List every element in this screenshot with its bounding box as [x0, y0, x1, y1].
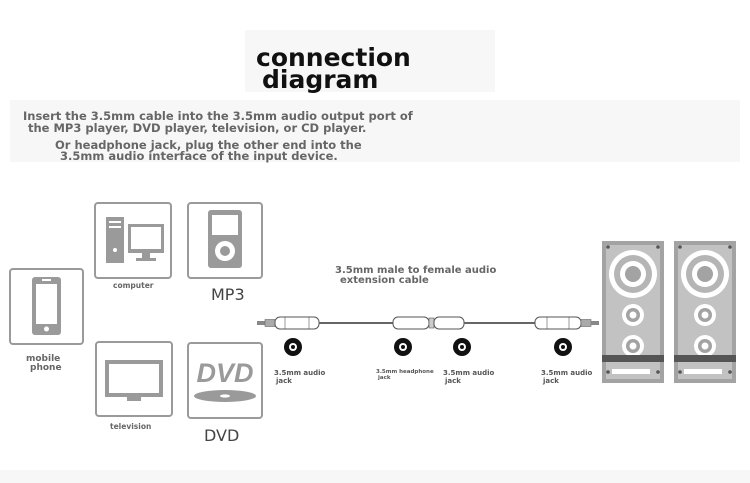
- jack-label-line-1: 3.5mm audio: [274, 369, 326, 377]
- jack-label-line-2: jack: [445, 377, 461, 385]
- mobile-phone-tile: [9, 268, 84, 345]
- speaker-icon: [674, 241, 736, 383]
- jack-label: 3.5mm audio jack: [443, 369, 494, 385]
- computer-label: computer: [113, 281, 154, 290]
- title-line-1: connection: [256, 43, 411, 72]
- jack-label-line-2: jack: [378, 375, 391, 381]
- mp3-player-icon: [208, 210, 242, 268]
- mp3-label: MP3: [211, 285, 245, 304]
- page-title: connection diagram: [256, 43, 411, 94]
- mobile-label-line-2: phone: [30, 363, 62, 373]
- left-plug: [257, 316, 320, 330]
- jack-label: 3.5mm audio jack: [274, 369, 325, 385]
- phone-icon: [32, 277, 61, 335]
- mobile-phone-label: mobile phone: [26, 355, 62, 373]
- television-icon: [105, 360, 163, 401]
- audio-jack-icon: [554, 338, 572, 356]
- headphone-jack-icon: [394, 338, 412, 356]
- cable-label-line-2: extension cable: [340, 275, 429, 286]
- instruction-line-4: 3.5mm audio interface of the input devic…: [60, 149, 338, 163]
- computer-icon: [106, 217, 164, 263]
- instruction-line-1: Insert the 3.5mm cable into the 3.5mm au…: [23, 109, 413, 123]
- cable-label: 3.5mm male to female audio extension cab…: [335, 266, 496, 286]
- jack-label-line-2: jack: [276, 377, 292, 385]
- title-line-2: diagram: [262, 65, 379, 94]
- right-plug: [534, 316, 599, 330]
- background-band: [10, 100, 740, 162]
- jack-label: 3.5mm headphone jack: [376, 369, 434, 381]
- dvd-label: DVD: [204, 426, 240, 445]
- jack-label: 3.5mm audio jack: [541, 369, 592, 385]
- jack-label-line-1: 3.5mm headphone: [376, 369, 434, 375]
- computer-tile: [94, 202, 172, 279]
- jack-label-line-2: jack: [543, 377, 559, 385]
- speaker-icon: [602, 241, 664, 383]
- background-band: [245, 30, 495, 92]
- cable-label-line-1: 3.5mm male to female audio: [335, 265, 497, 276]
- dvd-logo-icon: DVD: [194, 358, 256, 402]
- mp3-tile: [187, 202, 263, 279]
- extension-cable: [257, 316, 599, 330]
- middle-connectors: [392, 316, 465, 330]
- background-band: [0, 470, 750, 483]
- dvd-tile: DVD: [187, 342, 263, 419]
- instruction-line-2: the MP3 player, DVD player, television, …: [28, 121, 367, 135]
- audio-jack-icon: [284, 338, 302, 356]
- television-tile: [95, 341, 173, 417]
- jack-label-line-1: 3.5mm audio: [443, 369, 495, 377]
- mobile-label-line-1: mobile: [26, 354, 61, 364]
- audio-jack-icon: [453, 338, 471, 356]
- instruction-line-3: Or headphone jack, plug the other end in…: [55, 138, 362, 152]
- jack-label-line-1: 3.5mm audio: [541, 369, 593, 377]
- television-label: television: [110, 422, 152, 431]
- svg-text:DVD: DVD: [196, 358, 253, 388]
